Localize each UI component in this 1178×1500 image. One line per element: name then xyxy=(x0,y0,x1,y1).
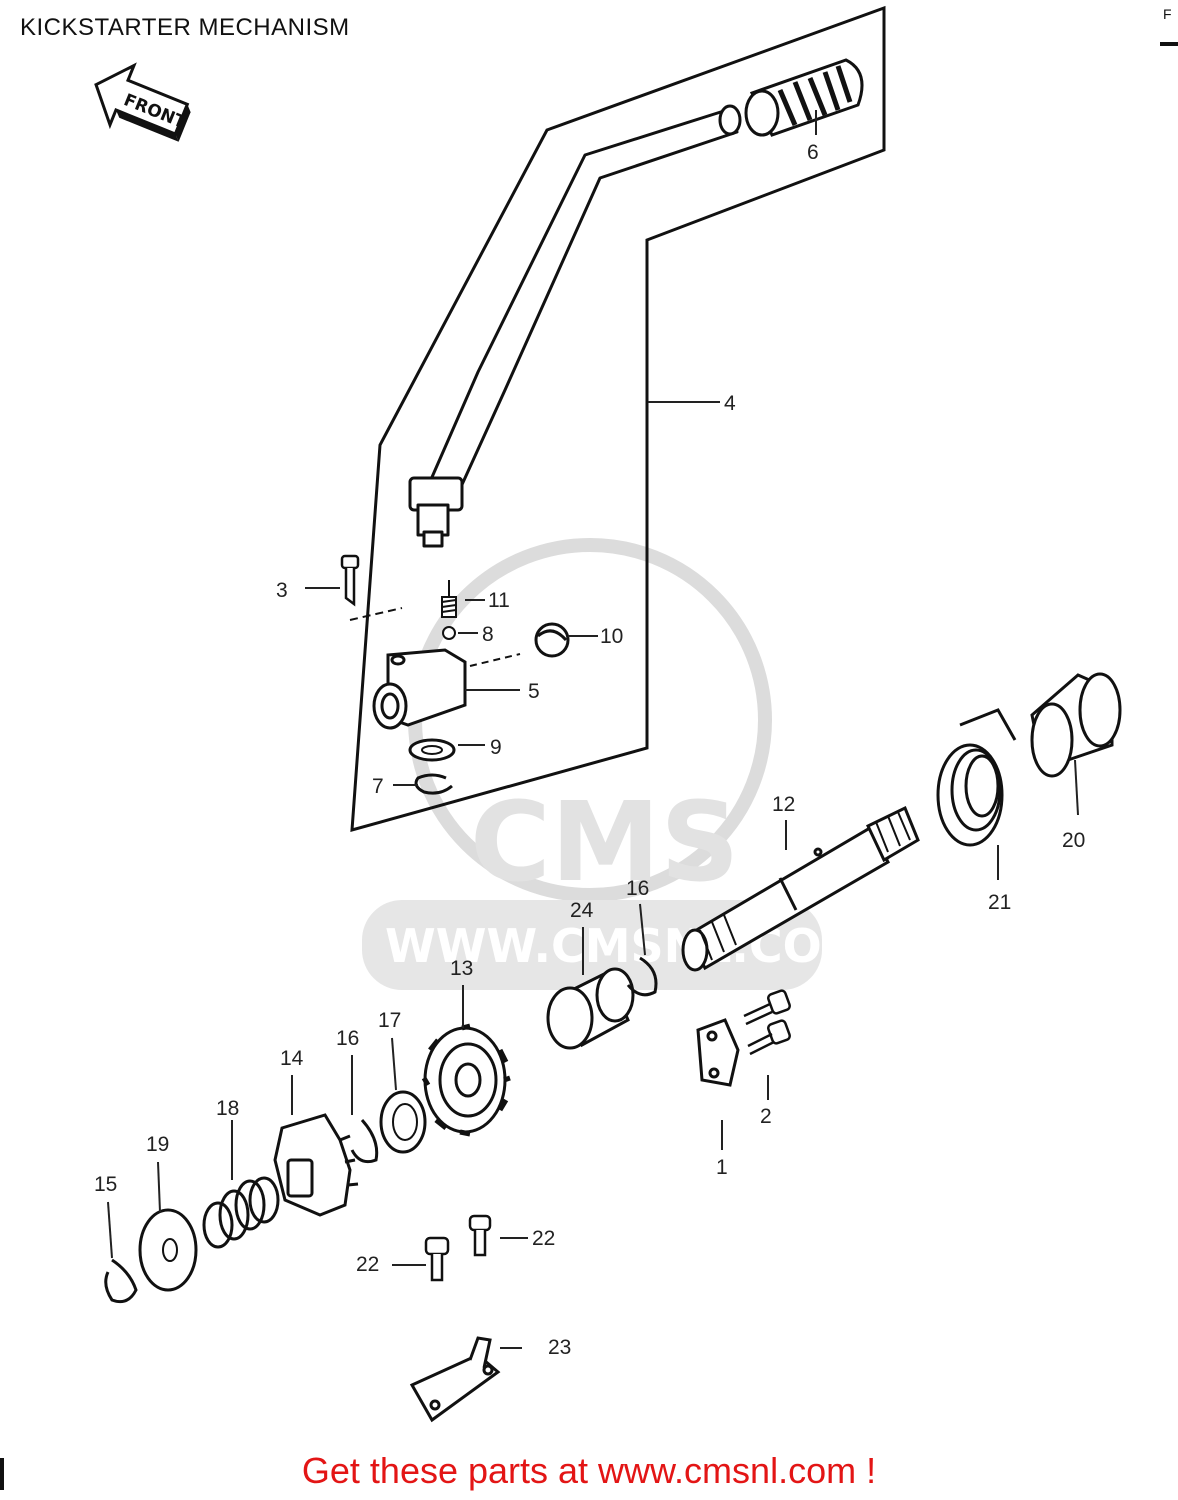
return-spring xyxy=(936,708,1017,847)
corner-mark: F xyxy=(1163,6,1172,22)
callout-19: 19 xyxy=(146,1133,170,1156)
page-title: KICKSTARTER MECHANISM xyxy=(20,14,350,41)
plate-screw xyxy=(743,989,792,1056)
watermark-url-text: WWW.CMSNL.COM xyxy=(385,919,868,973)
callout-14: 14 xyxy=(280,1047,304,1070)
ratchet-gear xyxy=(273,1113,359,1217)
callout-24: 24 xyxy=(570,899,594,922)
shaft-circlip xyxy=(626,956,658,997)
callout-2: 2 xyxy=(760,1105,772,1128)
callout-8: 8 xyxy=(482,623,494,646)
front-arrow-icon: FRONT xyxy=(94,62,191,142)
guide-bolt xyxy=(424,1214,492,1282)
callout-22-left: 22 xyxy=(356,1253,380,1276)
callout-22-right: 22 xyxy=(532,1227,556,1250)
kick-lever-assembly-outline xyxy=(350,5,886,833)
callout-11: 11 xyxy=(488,589,510,612)
edge-bar xyxy=(0,1458,4,1490)
kick-lever-arm xyxy=(408,104,742,548)
callout-1: 1 xyxy=(716,1156,728,1179)
callout-15: 15 xyxy=(94,1173,118,1196)
corner-bar xyxy=(1160,42,1178,46)
callout-21: 21 xyxy=(988,891,1012,914)
cms-watermark: CMS WWW.CMSNL.COM xyxy=(362,538,868,990)
lever-pivot-block xyxy=(372,648,467,730)
watermark-logo-text: CMS xyxy=(470,778,739,906)
callout-10: 10 xyxy=(600,625,624,648)
spring-guide-sleeve xyxy=(1030,672,1122,778)
gear-circlip xyxy=(350,1118,379,1164)
callout-3: 3 xyxy=(276,579,288,602)
ratchet-spring xyxy=(202,1176,280,1249)
callout-9: 9 xyxy=(490,736,502,759)
callout-20: 20 xyxy=(1062,829,1086,852)
callout-23: 23 xyxy=(548,1336,572,1359)
detent-ball xyxy=(442,626,456,640)
callout-5: 5 xyxy=(528,680,540,703)
footer-link-text[interactable]: Get these parts at www.cmsnl.com ! xyxy=(301,1450,877,1491)
callout-7: 7 xyxy=(372,775,384,798)
stopper-plate xyxy=(696,1018,740,1087)
pinch-bolt xyxy=(340,554,360,607)
callout-12: 12 xyxy=(772,793,796,816)
callout-18: 18 xyxy=(216,1097,240,1120)
detent-spring xyxy=(441,596,457,618)
callout-16-upper: 16 xyxy=(626,877,650,900)
kick-lever-grip xyxy=(744,58,864,137)
callout-13: 13 xyxy=(450,957,474,980)
callout-4: 4 xyxy=(724,392,736,415)
shaft-collar xyxy=(546,967,635,1050)
end-circlip xyxy=(104,1258,138,1304)
callout-6: 6 xyxy=(807,141,819,164)
lever-collar xyxy=(534,622,570,658)
leader-lines xyxy=(107,110,1079,1349)
callout-17: 17 xyxy=(378,1009,402,1032)
kickstarter-shaft xyxy=(681,805,920,972)
kickstarter-gear xyxy=(421,1023,511,1137)
ratchet-guide-plate xyxy=(409,1336,501,1423)
callout-16-lower: 16 xyxy=(336,1027,360,1050)
